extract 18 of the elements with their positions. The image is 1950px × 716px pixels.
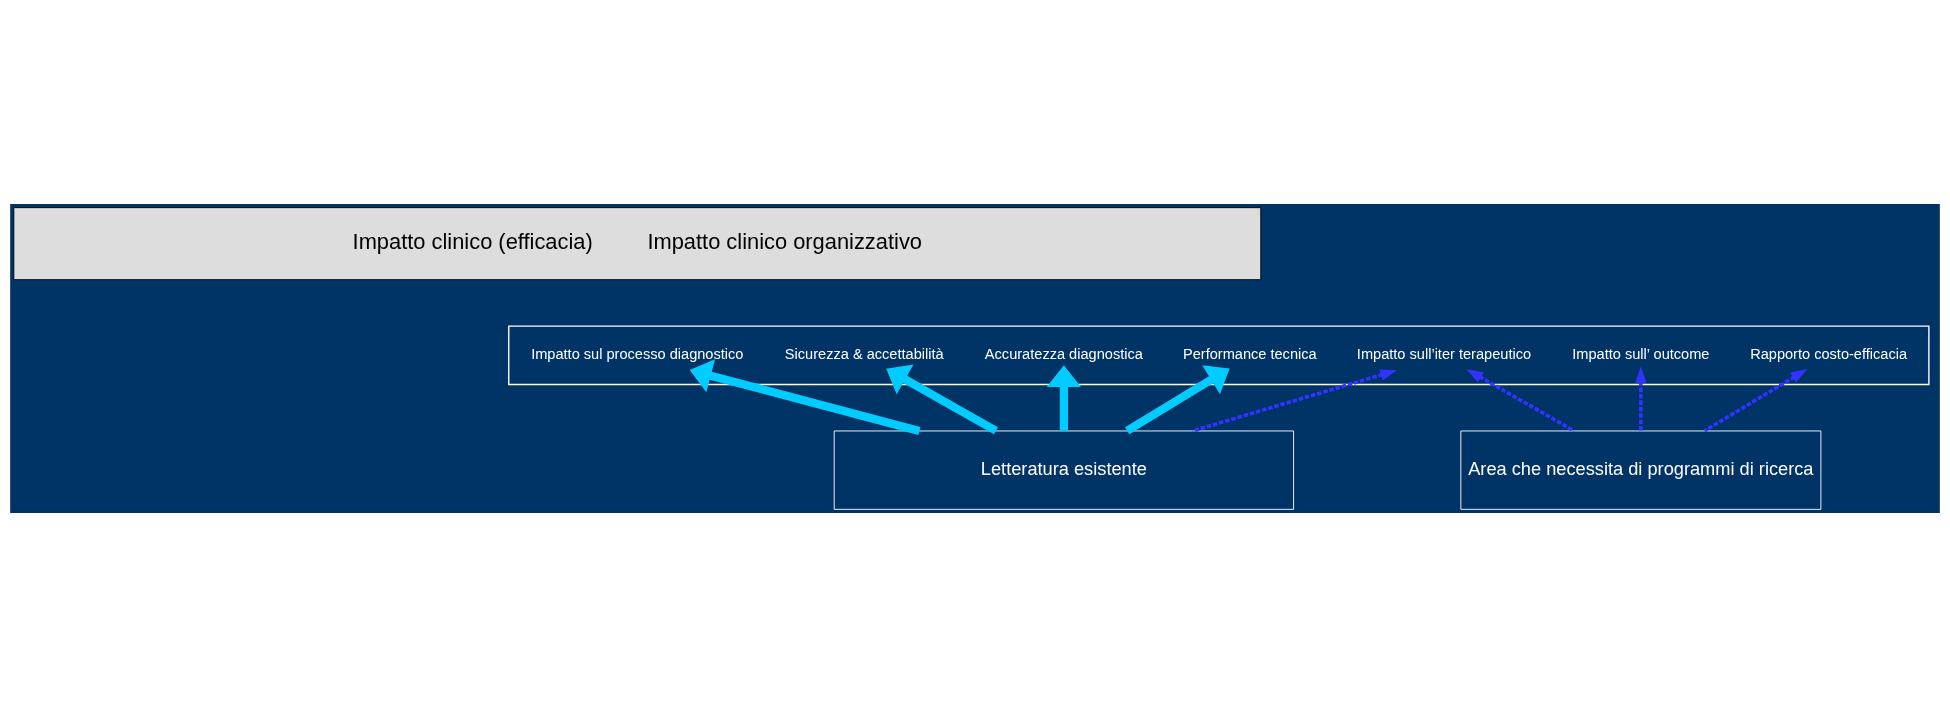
node-box: Letteratura esistente — [833, 430, 1295, 510]
arrow — [1466, 368, 1575, 432]
node-text: Performance tecnica — [1182, 345, 1317, 362]
node-box: Impatto clinico (efficacia) Impatto clinico organizzativo — [13, 206, 1262, 280]
node-text: Accuratezza diagnostica — [984, 345, 1143, 362]
node-text: Impatto sul processo diagnostico — [531, 345, 744, 362]
arrow — [1703, 368, 1808, 432]
arrow — [1192, 368, 1397, 433]
arrow — [1125, 364, 1230, 434]
node-box: Area che necessita di programmi di ricerca — [1460, 430, 1822, 510]
arrow — [1046, 364, 1081, 431]
arrow — [689, 358, 921, 435]
node-text: Rapporto costo-efficacia — [1750, 345, 1908, 362]
node-text: Sicurezza & accettabilità — [784, 345, 944, 362]
node-text: Impatto sull’iter terapeutico — [1356, 345, 1532, 362]
arrow — [1635, 365, 1647, 431]
arrow — [886, 364, 998, 434]
node-text: Impatto sull’ outcome — [1572, 345, 1710, 362]
